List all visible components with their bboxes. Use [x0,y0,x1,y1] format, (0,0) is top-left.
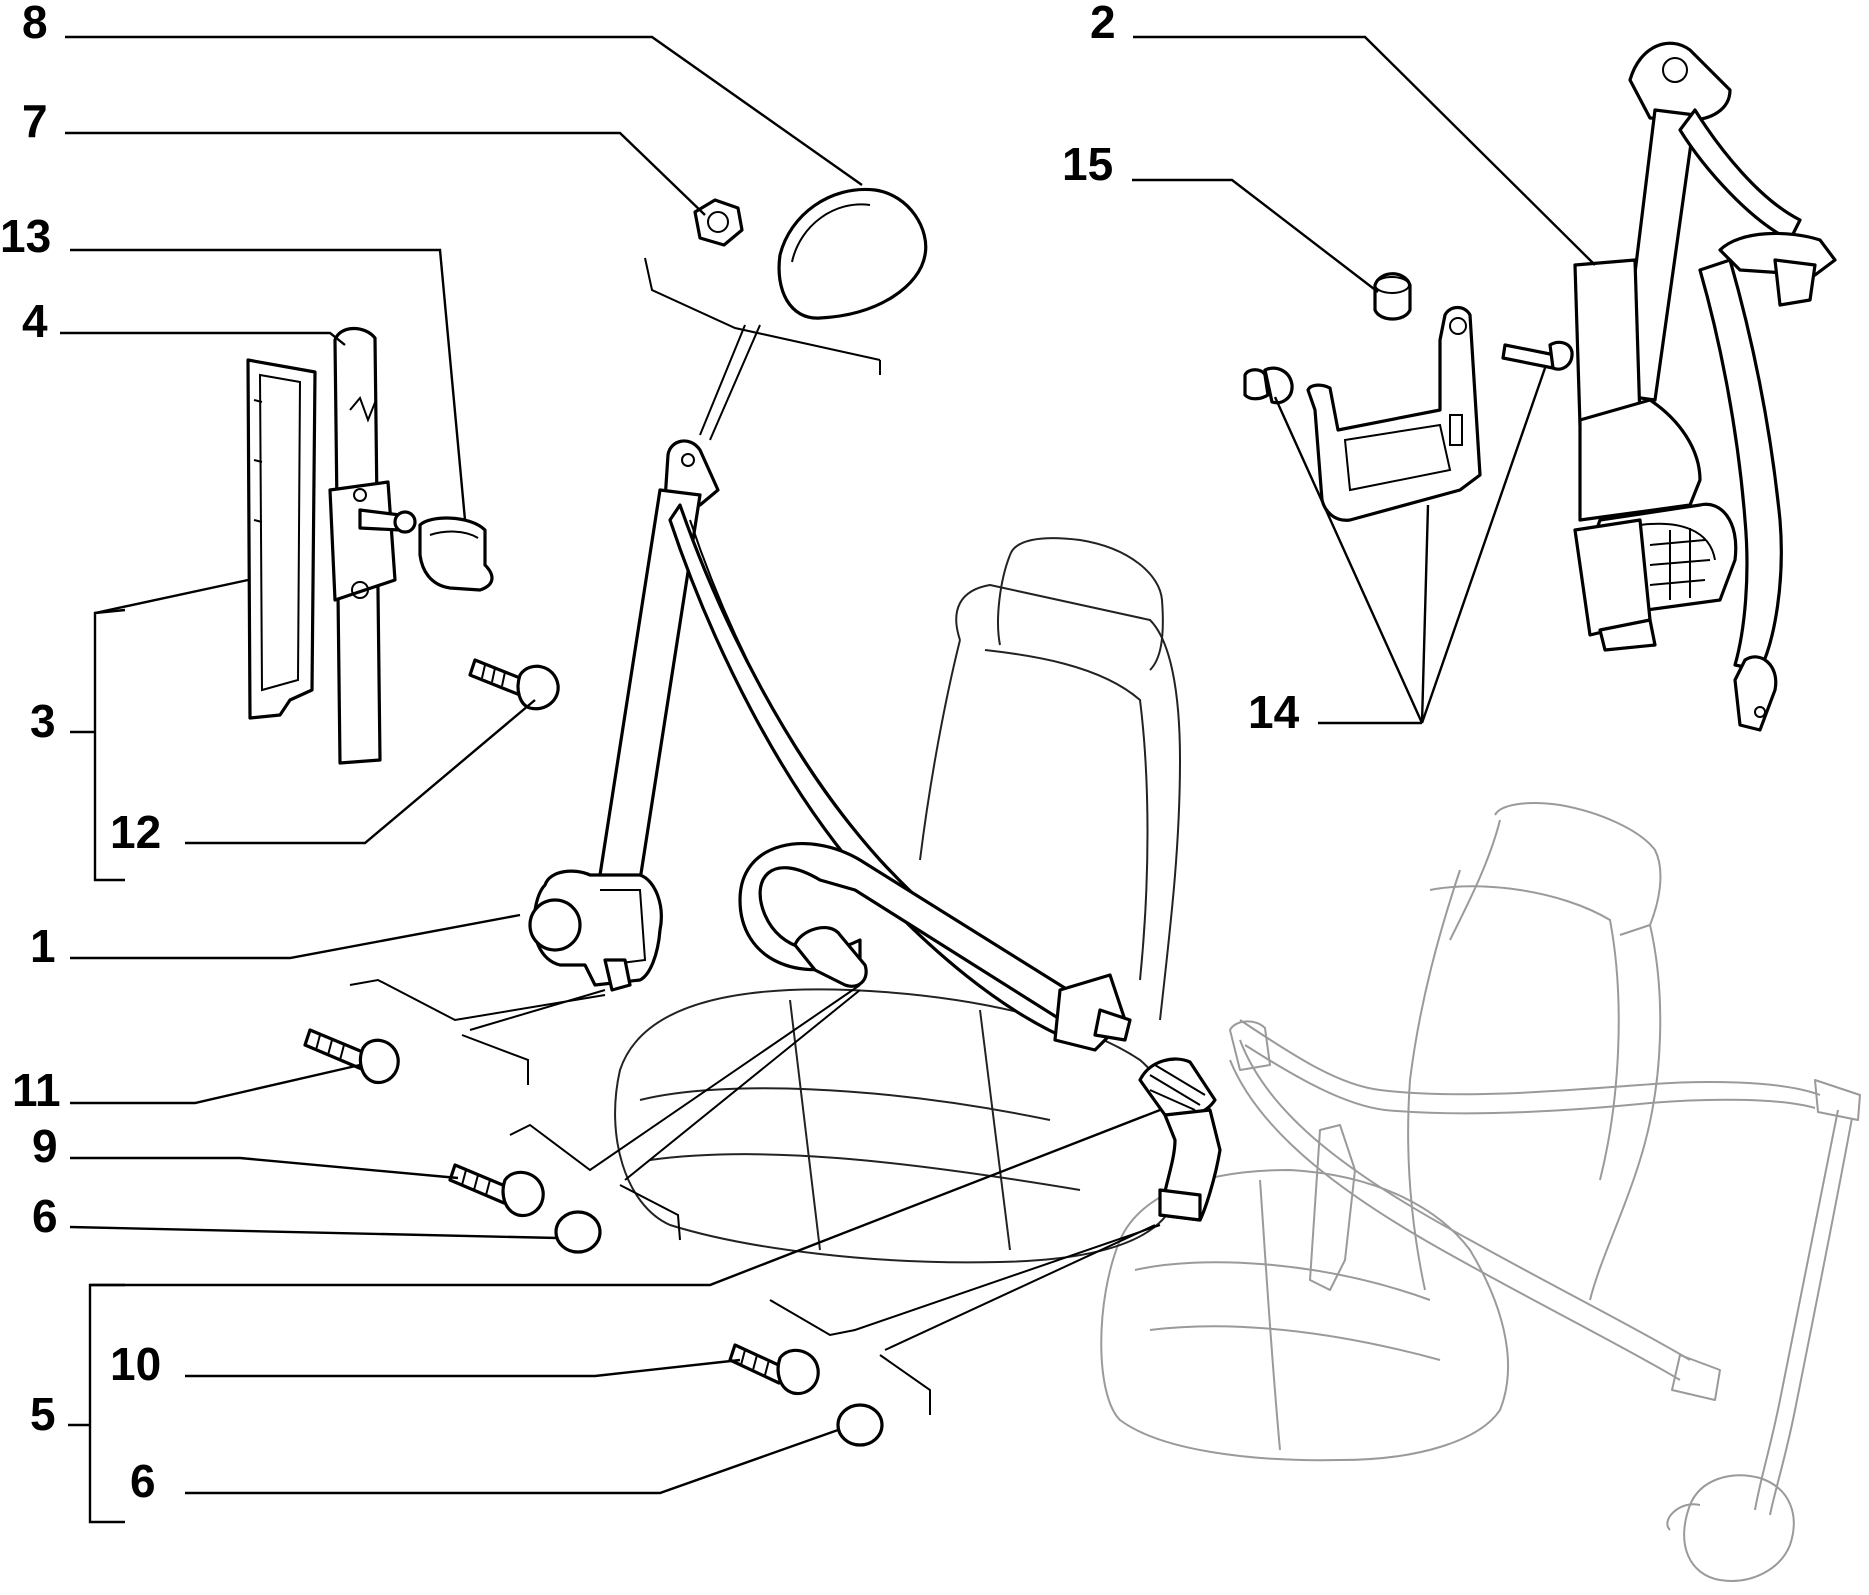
lap-anchor-bolt [448,1163,545,1218]
callout-5: 5 [30,1388,56,1440]
callout-4: 4 [22,295,48,347]
anchor-cover-cap [777,187,928,320]
height-adjuster-cover [246,358,317,720]
callout-6-lower: 6 [130,1455,156,1507]
callout-6-upper: 6 [32,1190,58,1242]
leader-lines [60,35,1596,1524]
buckle-bolt [728,1343,820,1396]
callout-10: 10 [110,1338,161,1390]
reference-seat-outline [1100,802,1861,1582]
callout-1: 1 [30,920,56,972]
rear-seat-belt-retractor [1573,41,1837,732]
callout-9: 9 [32,1120,58,1172]
callout-3: 3 [30,695,56,747]
callout-12: 12 [110,806,161,858]
bolt-cap-upper [554,1210,602,1254]
callout-labels: 8 7 13 4 3 12 1 11 9 6 5 10 6 2 15 14 [0,0,1300,1507]
bracket-screw [1501,340,1574,371]
bracket-plug [1243,366,1294,405]
callout-14: 14 [1248,686,1300,738]
callout-8: 8 [22,0,48,48]
callout-7: 7 [22,95,48,147]
height-adjuster-rail [328,326,417,765]
mounting-bracket [1306,305,1482,522]
retractor-bolt [303,1028,400,1085]
adjuster-bolt [468,658,560,711]
front-seat-belt-assembly [528,439,1222,1222]
callout-11: 11 [12,1064,61,1116]
anchor-nut [693,198,744,247]
bolt-cap-lower [836,1403,884,1447]
callout-13: 13 [0,210,51,262]
callout-15: 15 [1062,138,1113,190]
callout-2: 2 [1090,0,1116,48]
mounting-nut [1373,272,1412,321]
adjuster-knob [418,516,494,592]
